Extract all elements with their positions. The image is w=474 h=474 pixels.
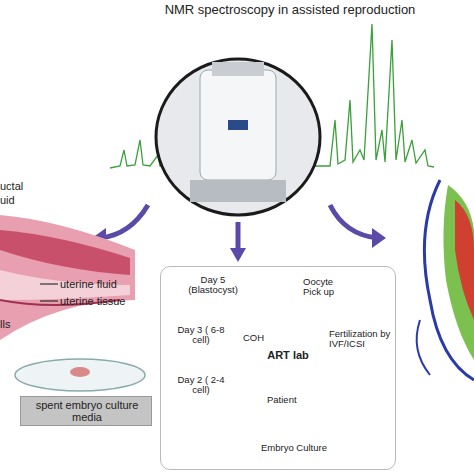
node-text: spent embryo culture media (23, 399, 151, 423)
arrow-heads (92, 228, 386, 262)
magnet-logo (228, 120, 248, 130)
magnet-stand (190, 180, 286, 202)
center-label-circle: ART lab (263, 347, 313, 379)
part-label: lls (0, 318, 10, 330)
spectrometer-photo (156, 59, 320, 215)
node-text: Day 3 ( 6-8 cell) (171, 325, 231, 346)
art-lab-box: Day 5 (Blastocyst) Oocyte Pick up Day 3 ( … (160, 266, 396, 470)
magnet-body (200, 70, 276, 180)
part-label: uid (0, 194, 15, 206)
part-label: uctal (0, 180, 23, 192)
culture-dish (15, 359, 145, 391)
figure-title: NMR spectroscopy in assisted reproductio… (120, 3, 460, 17)
magnet-top (212, 62, 264, 76)
media-box: spent embryo culture media (20, 396, 152, 426)
part-label: uterine tissue (60, 295, 125, 307)
node-text: Patient (267, 395, 317, 405)
culture-drop (70, 367, 90, 377)
uterus-illustration (0, 215, 135, 340)
node-text: Fertilization by IVF/ICSI (329, 329, 395, 350)
node-text: COH (243, 333, 273, 343)
part-label: uterine fluid (60, 278, 117, 290)
node-text: ART lab (263, 349, 313, 361)
node-text: Embryo Culture (261, 443, 351, 453)
node-text: Day 2 ( 2-4 cell) (171, 375, 231, 396)
testis-illustration (417, 180, 474, 380)
flow-arrows (100, 205, 378, 250)
node-text: Day 5 (Blastocyst) (177, 275, 249, 296)
node-text: Oocyte Pick up (303, 277, 353, 298)
